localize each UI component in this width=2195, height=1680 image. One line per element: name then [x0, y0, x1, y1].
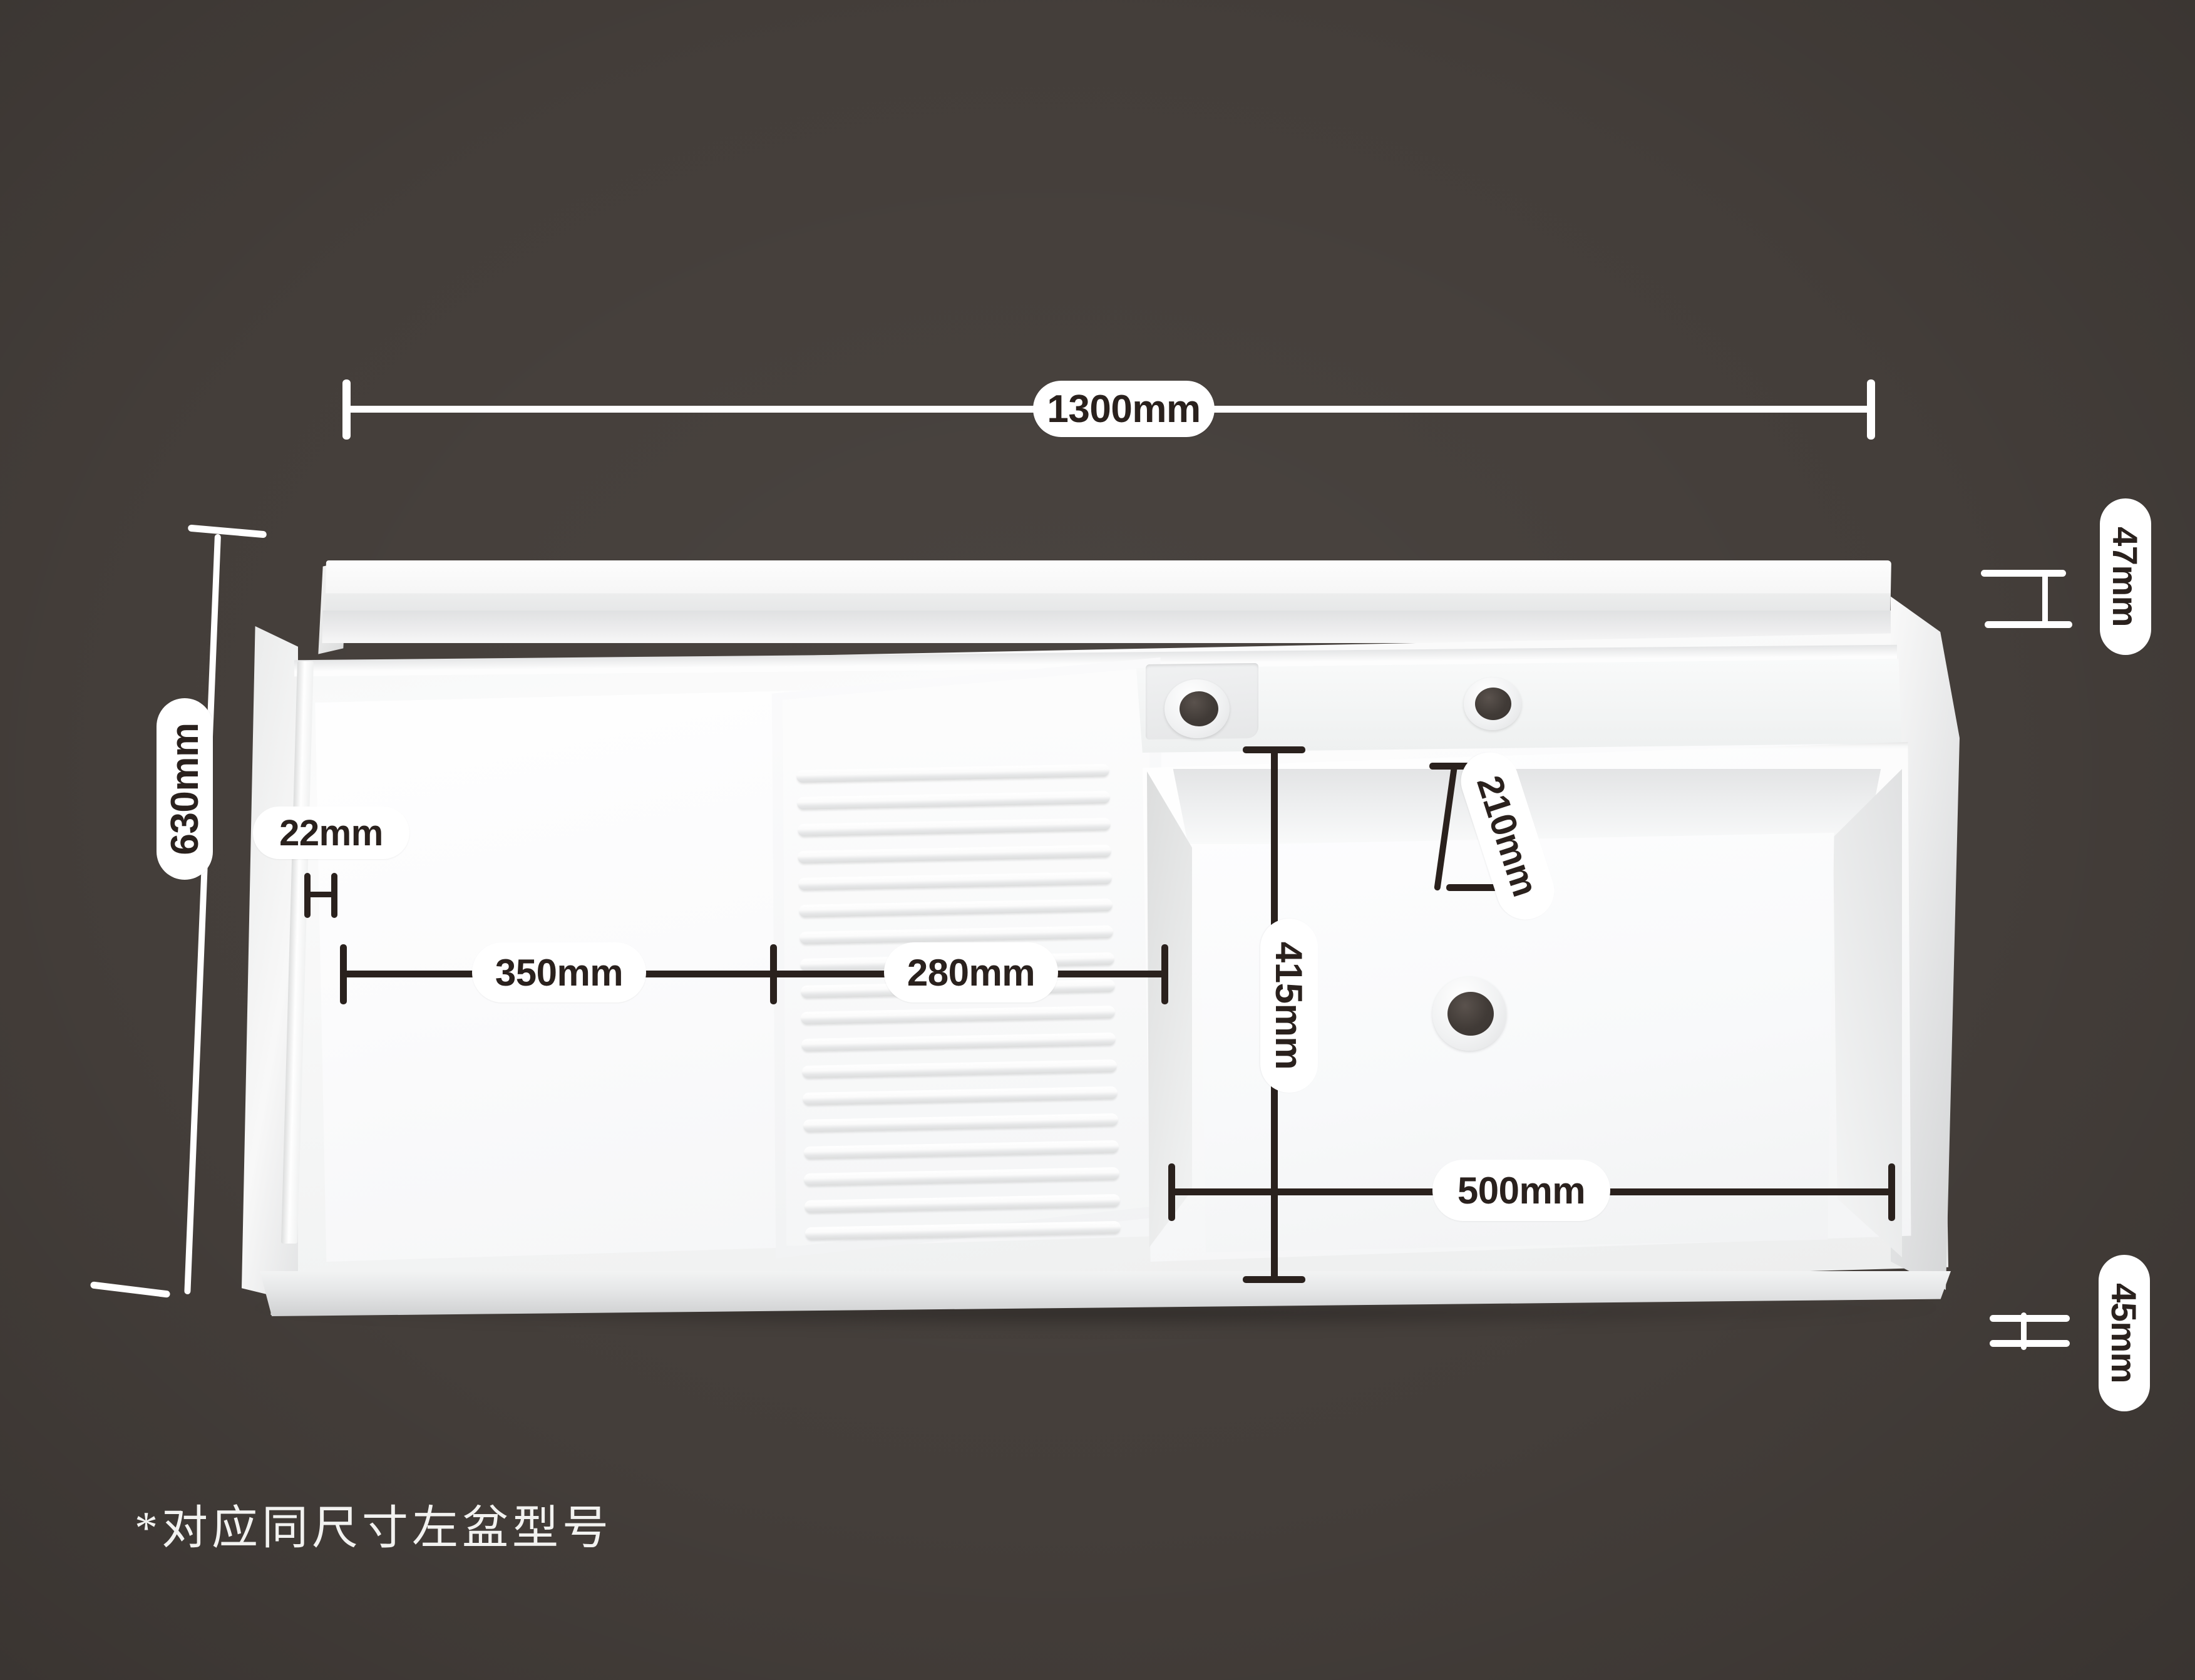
basin-depth-cap-bottom: [1243, 1276, 1305, 1283]
basin-width-label: 500mm: [1432, 1160, 1610, 1221]
basin-depth-cap-top: [1243, 746, 1305, 753]
edge-thickness-line: [307, 892, 337, 897]
backsplash-height-cap-top: [1981, 570, 2066, 577]
basin-width-cap-right: [1888, 1163, 1895, 1221]
front-edge-height-cap-top: [1990, 1315, 2070, 1322]
overall-depth-cap-top: [187, 524, 267, 539]
edge-thickness-cap-left: [304, 873, 311, 918]
overall-depth-cap-bottom: [90, 1281, 171, 1298]
backsplash-height-label: 47mm: [2100, 498, 2151, 655]
flat-area-cap-right: [770, 944, 777, 1004]
flat-area-cap-left: [340, 944, 347, 1004]
front-edge-height-cap-bottom: [1990, 1340, 2070, 1347]
faucet-hole: [1475, 688, 1511, 720]
washboard-width-label: 280mm: [884, 942, 1058, 1002]
basin-wall-height-cap-bottom: [1446, 884, 1498, 891]
basin-depth-label: 415mm: [1260, 919, 1318, 1093]
overall-depth-line: [184, 533, 221, 1295]
edge-thickness-cap-right: [331, 873, 337, 918]
basin-width-cap-left: [1168, 1163, 1175, 1221]
overall-width-cap-right: [1867, 379, 1875, 440]
edge-thickness-label: 22mm: [253, 807, 409, 859]
backsplash-height-line: [2042, 571, 2048, 626]
front-edge-height-label: 45mm: [2099, 1255, 2150, 1411]
backsplash-height-cap-bottom: [1985, 621, 2072, 628]
flat-area-label: 350mm: [472, 942, 646, 1002]
footnote-text: *对应同尺寸左盆型号: [135, 1503, 612, 1554]
basin-wall-height-cap-top: [1429, 763, 1481, 770]
overall-width-label: 1300mm: [1033, 381, 1215, 437]
front-edge-height-line: [2021, 1312, 2027, 1350]
basin-drain-hole: [1447, 992, 1494, 1036]
overall-width-cap-left: [342, 379, 351, 440]
washboard-width-cap-right: [1161, 944, 1168, 1004]
overall-depth-label: 630mm: [157, 698, 213, 880]
overflow-hole: [1180, 691, 1218, 726]
